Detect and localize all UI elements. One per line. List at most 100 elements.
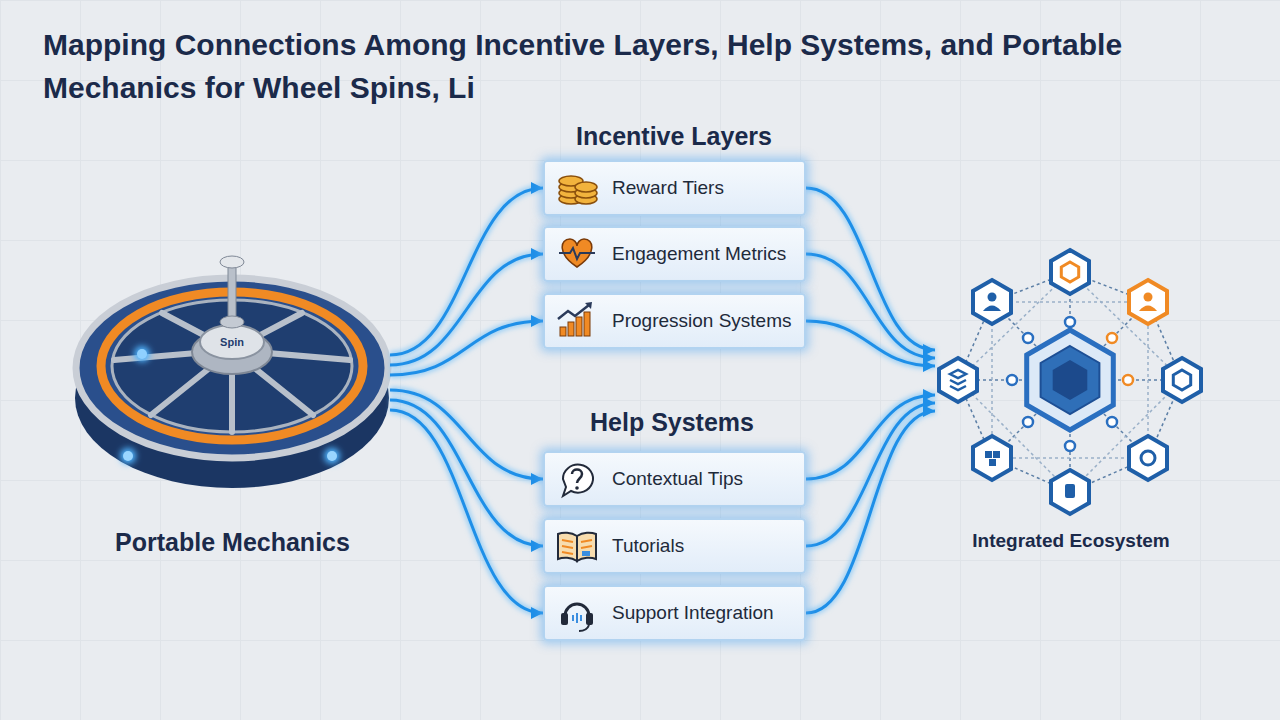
dot xyxy=(1123,375,1133,385)
blocks-icon xyxy=(985,451,992,458)
flow-arrow xyxy=(390,321,543,375)
peer-hex xyxy=(1163,358,1201,402)
speech-bubble xyxy=(563,465,593,496)
ring-link xyxy=(958,272,1182,492)
question-dot xyxy=(575,486,579,490)
bar xyxy=(584,312,590,336)
group-heading: Help Systems xyxy=(590,408,754,437)
dot xyxy=(1065,441,1075,451)
dot xyxy=(1107,417,1117,427)
dot xyxy=(1065,317,1075,327)
ear-cup xyxy=(561,613,568,625)
light-glow xyxy=(120,448,136,464)
page xyxy=(558,533,577,561)
microphone xyxy=(579,625,589,631)
sound-waves xyxy=(573,613,581,623)
device-icon xyxy=(1065,484,1075,498)
pulse-line xyxy=(559,248,595,259)
trend-arrow xyxy=(585,302,592,309)
node-text: Portable Mechanics xyxy=(75,527,390,557)
hex-icon xyxy=(1061,262,1078,282)
flow-arrow xyxy=(390,410,543,613)
ecosystem-node: Integrated Ecosystem xyxy=(935,245,1207,555)
incentive-box: Reward Tiers xyxy=(543,160,806,216)
node-text: Contextual Tips xyxy=(612,468,743,490)
group-heading: Incentive Layers xyxy=(576,122,772,151)
hub-top xyxy=(200,325,264,359)
flow-arrow xyxy=(806,403,935,546)
light-glow xyxy=(134,346,150,362)
coin xyxy=(559,188,583,198)
coins-icon xyxy=(559,176,597,204)
peer-hex xyxy=(1129,280,1167,324)
node-text: Support Integration xyxy=(612,602,774,624)
person-icon xyxy=(1139,306,1157,312)
peer-hex xyxy=(1051,250,1089,294)
page-lines xyxy=(562,540,592,554)
peer-hex xyxy=(973,436,1011,480)
page xyxy=(577,533,596,561)
bar xyxy=(560,327,566,336)
coin xyxy=(575,188,597,198)
coin xyxy=(559,194,583,204)
pointer-collar xyxy=(220,316,244,328)
flow-arrow xyxy=(806,188,935,350)
layers-icon xyxy=(950,370,966,390)
wheel-spokes xyxy=(114,300,350,432)
hub-outer xyxy=(1027,330,1114,430)
help-box: Tutorials xyxy=(543,518,806,574)
pointer-post xyxy=(228,262,236,318)
dot xyxy=(1023,333,1033,343)
book-icon xyxy=(558,533,596,561)
network-dots xyxy=(1007,317,1133,451)
ring-icon xyxy=(1141,451,1155,465)
trend-line xyxy=(558,305,589,319)
peer-hex xyxy=(939,358,977,402)
cross-link xyxy=(958,272,1182,492)
person-icon xyxy=(1144,293,1153,302)
flow-arrow xyxy=(390,400,543,546)
person-icon xyxy=(983,306,1001,312)
help-box: Support Integration xyxy=(543,585,806,641)
node-text: Integrated Ecosystem xyxy=(935,529,1207,553)
flow-arrow xyxy=(806,411,935,613)
connector-glow xyxy=(390,410,543,613)
dot xyxy=(1107,333,1117,343)
dot xyxy=(1023,417,1033,427)
question-mark xyxy=(572,470,582,484)
central-hub xyxy=(1027,330,1114,430)
node-text: Tutorials xyxy=(612,535,684,557)
wheel-face xyxy=(112,300,352,432)
light xyxy=(327,451,337,461)
ecosystem-network xyxy=(939,250,1201,514)
coin xyxy=(575,194,597,204)
peer-hex xyxy=(973,280,1011,324)
headset-icon xyxy=(561,604,593,631)
help-box: Contextual Tips xyxy=(543,451,806,507)
headband xyxy=(565,604,589,616)
incentive-box: Progression Systems xyxy=(543,293,806,349)
light xyxy=(123,451,133,461)
growth-chart-icon xyxy=(558,302,592,336)
hub-inner xyxy=(1053,360,1088,400)
cross-link xyxy=(992,302,1148,458)
bar xyxy=(568,322,574,336)
peer-hex xyxy=(1051,470,1089,514)
light xyxy=(137,349,147,359)
peer-icons xyxy=(950,262,1191,498)
flow-arrow xyxy=(806,321,935,366)
spin-wheel xyxy=(75,256,389,488)
hub-middle xyxy=(1041,346,1100,414)
coin xyxy=(575,182,597,192)
peer-hex xyxy=(1129,436,1167,480)
ear-cup xyxy=(586,613,593,625)
blocks-icon xyxy=(989,459,996,466)
light-glow xyxy=(324,448,340,464)
heart xyxy=(562,239,592,267)
connector-glow xyxy=(806,411,935,613)
page-mark xyxy=(582,551,590,556)
hex-icon xyxy=(1173,370,1190,390)
coin xyxy=(559,182,583,192)
person-icon xyxy=(988,293,997,302)
